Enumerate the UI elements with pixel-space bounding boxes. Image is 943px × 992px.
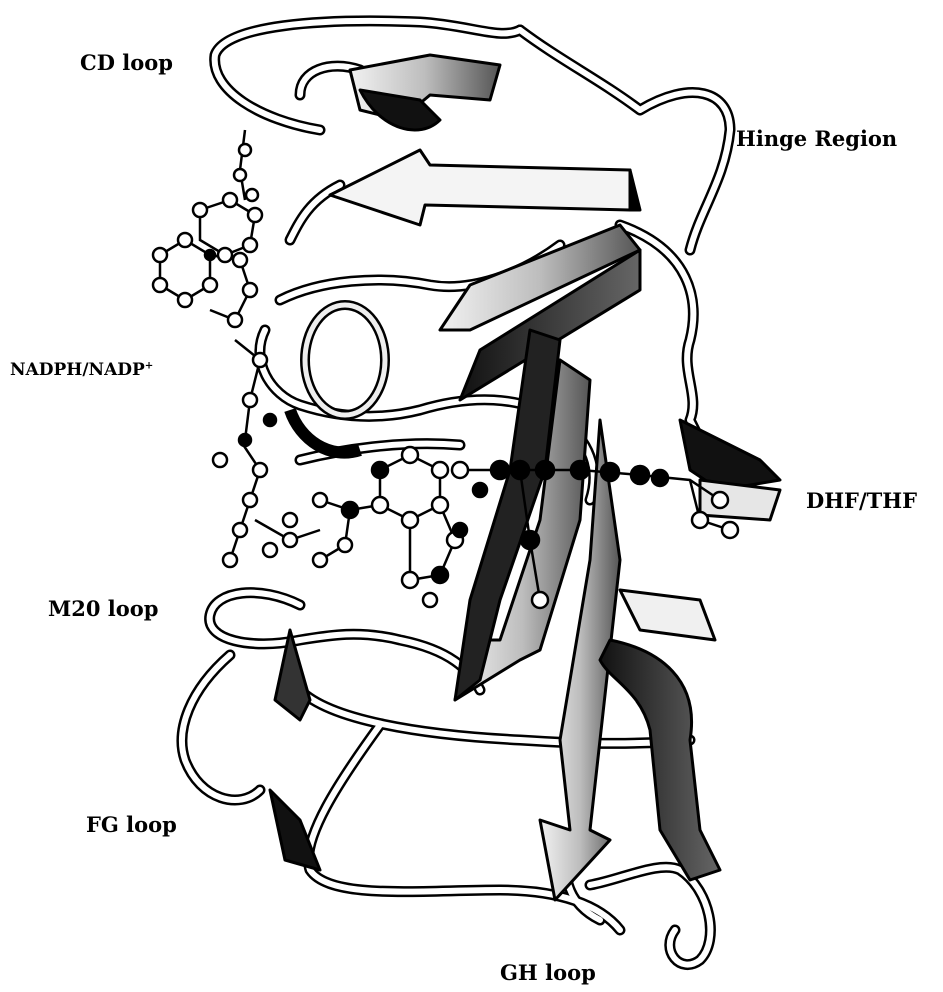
m20-loop-label: M20 loop [48,598,158,619]
gh-loop-label: GH loop [500,962,596,983]
dhf-thf-label: DHF/THF [806,490,917,511]
nadph-label-text: NADPH/NADP [10,360,145,380]
nadph-label: NADPH/NADP+ [10,362,153,379]
cd-loop-label: CD loop [80,52,173,73]
hinge-region-label: Hinge Region [736,128,897,149]
coil-tubes [182,21,730,965]
fg-loop-label: FG loop [86,814,177,835]
ligand-nadph [153,130,320,567]
nadph-label-superscript: + [145,359,154,371]
